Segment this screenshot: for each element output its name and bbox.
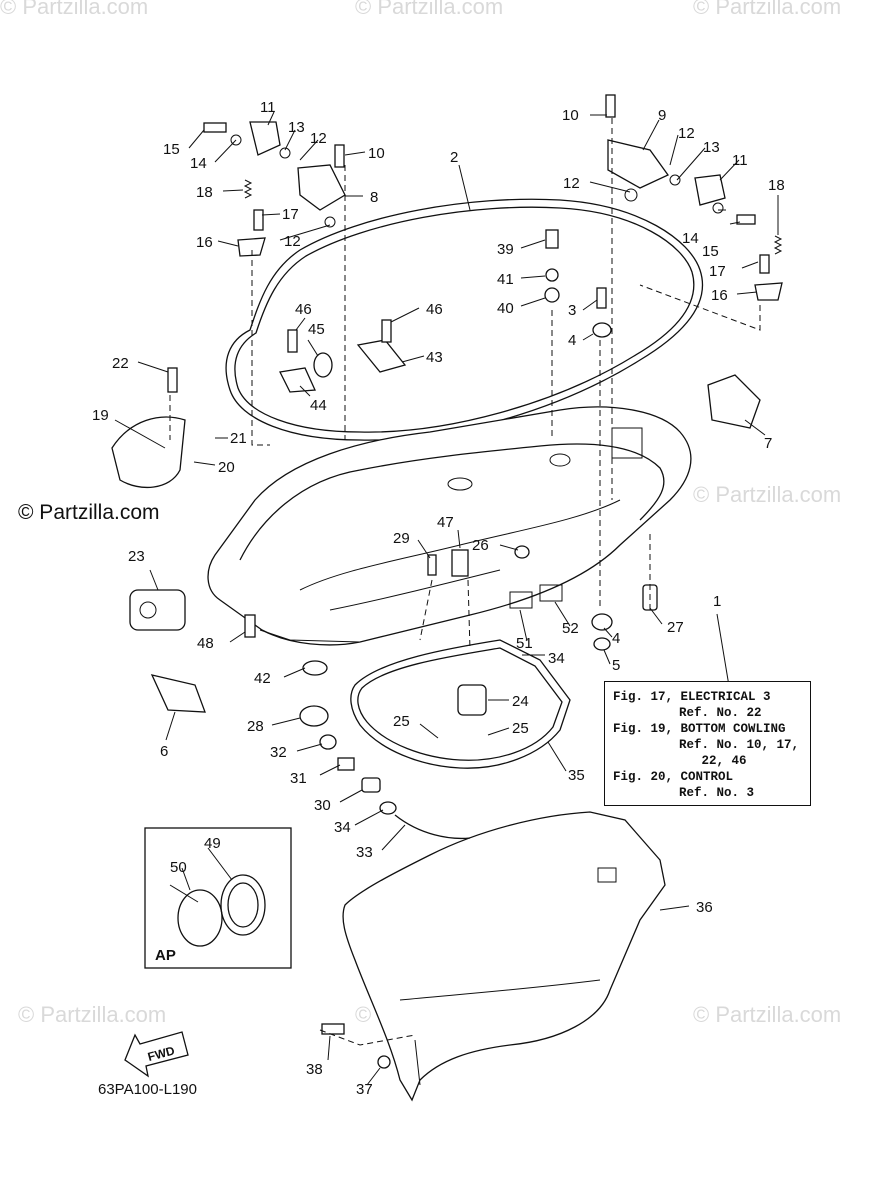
callout-label: 33 (356, 844, 373, 861)
alignment-lines (169, 118, 761, 1046)
callout-label: 41 (497, 271, 514, 288)
callout-label: 27 (667, 619, 684, 636)
callout-label: 4 (612, 630, 620, 647)
callout-label: 30 (314, 797, 331, 814)
callout-label: 11 (732, 152, 748, 169)
callout-label: 37 (356, 1081, 373, 1098)
callout-label: 23 (128, 548, 145, 565)
callout-label: 19 (92, 407, 109, 424)
lower-cowling-part-36 (342, 811, 666, 1102)
reference-note-box: Fig. 17, ELECTRICAL 3 Ref. No. 22 Fig. 1… (604, 681, 811, 806)
callout-label: 22 (112, 355, 129, 372)
ap-label: AP (155, 947, 176, 964)
callout-label: 32 (270, 744, 287, 761)
diagram-code: 63PA100-L190 (98, 1081, 197, 1098)
watermark: © Partzilla.com (18, 1002, 166, 1027)
callout-label: 24 (512, 693, 529, 710)
callout-label: 48 (197, 635, 214, 652)
callout-label: 12 (284, 233, 301, 250)
watermark: © Partzilla.com (0, 0, 148, 19)
reference-line: Fig. 19, BOTTOM COWLING (613, 722, 786, 736)
callout-label: 6 (160, 743, 168, 760)
watermark: © Partzilla.com (355, 0, 503, 19)
callout-label: 14 (682, 230, 699, 247)
callout-label: 20 (218, 459, 235, 476)
callout-label: 13 (288, 119, 305, 136)
small-parts (111, 94, 783, 1069)
seal-gasket-part-2 (225, 198, 704, 441)
callout-label: 52 (562, 620, 579, 637)
reference-line: Ref. No. 10, 17, (679, 738, 800, 752)
callout-label: 10 (368, 145, 385, 162)
callout-label: 5 (612, 657, 620, 674)
callout-label: 16 (196, 234, 213, 251)
callout-label: 11 (260, 99, 276, 116)
callout-label: 46 (295, 301, 312, 318)
callout-label: 8 (370, 189, 378, 206)
reference-line: 22, 46 (679, 754, 747, 768)
callout-label: 17 (282, 206, 299, 223)
callout-label: 43 (426, 349, 443, 366)
fwd-arrow: FWD (124, 1031, 189, 1078)
callout-label: 14 (190, 155, 207, 172)
callout-label: 12 (563, 175, 580, 192)
callout-label: 7 (764, 435, 772, 452)
watermark-dark: © Partzilla.com (18, 501, 160, 524)
callout-label: 2 (450, 149, 458, 166)
callout-label: 28 (247, 718, 264, 735)
callout-label: 40 (497, 300, 514, 317)
callout-label: 21 (230, 430, 247, 447)
callout-label: 12 (310, 130, 327, 147)
callout-label: 39 (497, 241, 514, 258)
callout-label: 45 (308, 321, 325, 338)
gasket-part-35 (350, 639, 571, 769)
bottom-cowling (207, 406, 692, 646)
callout-label: 44 (310, 397, 327, 414)
callout-label: 10 (562, 107, 579, 124)
callout-label: 35 (568, 767, 585, 784)
callout-label: 25 (512, 720, 529, 737)
watermark: © Partzilla.com (693, 0, 841, 19)
callout-label: 31 (290, 770, 307, 787)
callout-label: 51 (516, 635, 533, 652)
callout-label: 15 (163, 141, 180, 158)
callout-label: 26 (472, 537, 489, 554)
callout-label: 1 (713, 593, 721, 610)
callout-label: 38 (306, 1061, 323, 1078)
callout-label: 17 (709, 263, 726, 280)
watermark: © Partzilla.com (693, 1002, 841, 1027)
callout-label: 46 (426, 301, 443, 318)
callout-label: 12 (678, 125, 695, 142)
callout-label: 50 (170, 859, 187, 876)
callout-label: 16 (711, 287, 728, 304)
reference-line: Fig. 20, CONTROL (613, 770, 734, 784)
reference-line: Fig. 17, ELECTRICAL 3 (613, 690, 771, 704)
callout-label: 34 (334, 819, 351, 836)
callout-labels: 1 2 3 4 4 5 6 7 8 9 10 10 11 11 12 12 12… (92, 99, 785, 1098)
callout-label: 36 (696, 899, 713, 916)
callout-label: 18 (196, 184, 213, 201)
leader-lines (114, 111, 779, 1086)
callout-label: 9 (658, 107, 666, 124)
callout-label: 42 (254, 670, 271, 687)
reference-line: Ref. No. 22 (679, 706, 762, 720)
reference-line: Ref. No. 3 (679, 786, 755, 800)
inset-ap-box: AP (144, 827, 292, 969)
callout-label: 25 (393, 713, 410, 730)
callout-label: 47 (437, 514, 454, 531)
callout-label: 3 (568, 302, 576, 319)
callout-label: 29 (393, 530, 410, 547)
callout-label: 15 (702, 243, 719, 260)
callout-label: 18 (768, 177, 785, 194)
fwd-label: FWD (146, 1043, 176, 1064)
watermark: © Partzilla.com (693, 482, 841, 507)
callout-label: 13 (703, 139, 720, 156)
callout-label: 34 (548, 650, 565, 667)
callout-label: 4 (568, 332, 576, 349)
callout-label: 49 (204, 835, 221, 852)
